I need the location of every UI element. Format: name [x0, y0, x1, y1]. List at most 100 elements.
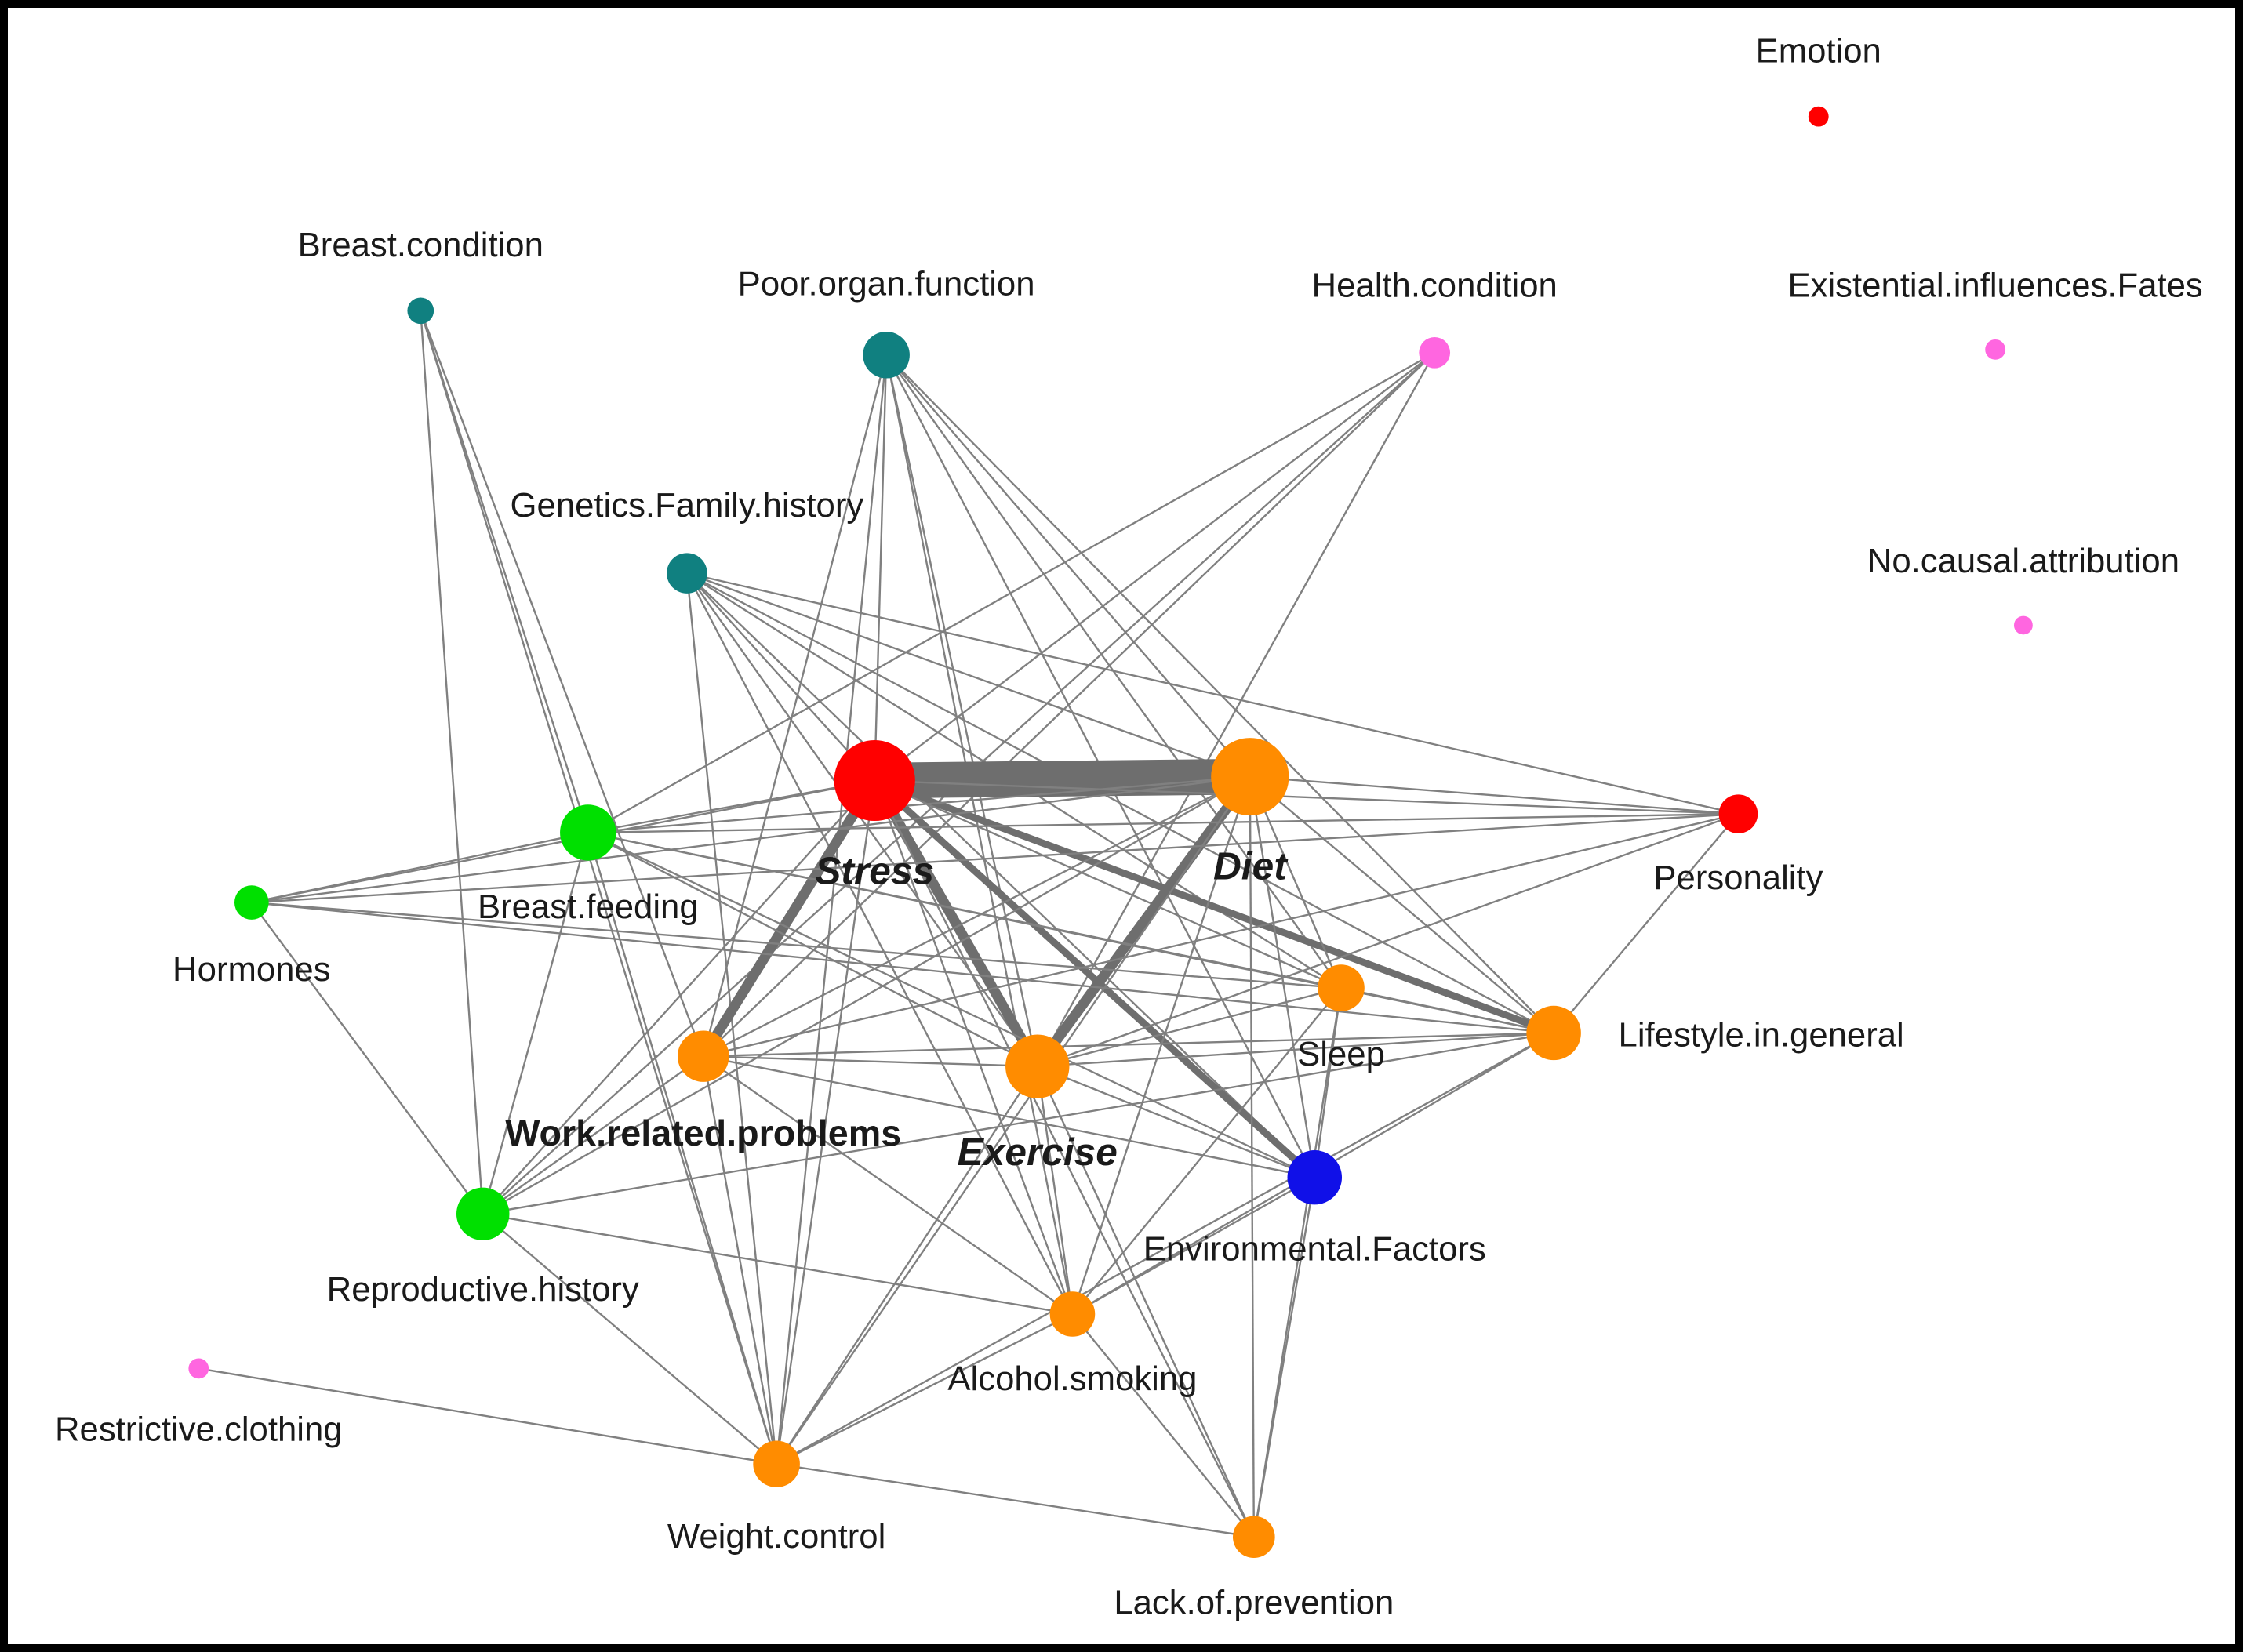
graph-edge [874, 779, 1739, 815]
graph-edge [587, 831, 1342, 989]
graph-node-genetics-family-history[interactable] [667, 553, 707, 594]
graph-node-label-no-causal-attribution: No.causal.attribution [1867, 543, 2179, 580]
graph-edge [198, 1367, 777, 1465]
graph-edge [587, 351, 1435, 833]
graph-edge [1071, 1176, 1315, 1316]
graph-edge [587, 831, 1315, 1178]
graph-node-breast-condition[interactable] [407, 297, 434, 325]
graph-node-no-causal-attribution[interactable] [2013, 615, 2033, 635]
graph-edge [420, 310, 589, 833]
graph-edge [482, 779, 876, 1215]
graph-node-label-weight-control: Weight.control [667, 1518, 885, 1556]
graph-edge [1249, 775, 1554, 1034]
graph-node-label-environmental-factors: Environmental.Factors [1143, 1231, 1486, 1269]
graph-edge [776, 1313, 1073, 1465]
graph-edge [420, 310, 484, 1214]
graph-edge [251, 901, 1342, 989]
graph-edge [482, 1213, 1073, 1316]
graph-node-label-exercise: Exercise [958, 1130, 1118, 1174]
graph-node-health-condition[interactable] [1419, 336, 1451, 369]
graph-node-exercise[interactable] [1005, 1034, 1070, 1098]
graph-edge [699, 778, 879, 1059]
graph-edge [1071, 1313, 1255, 1538]
graph-edge [482, 1213, 777, 1465]
graph-node-label-reproductive-history: Reproductive.history [327, 1271, 639, 1309]
graph-node-hormones[interactable] [234, 885, 269, 920]
graph-edge [1071, 776, 1251, 1315]
graph-node-weight-control[interactable] [753, 1440, 800, 1487]
graph-edge [1037, 1032, 1554, 1068]
graph-node-poor-organ-function[interactable] [863, 332, 910, 379]
graph-edge [686, 572, 876, 782]
graph-node-environmental-factors[interactable] [1287, 1150, 1343, 1205]
graph-node-restrictive-clothing[interactable] [188, 1358, 209, 1379]
graph-edge [776, 1066, 1038, 1465]
graph-edge [885, 354, 1074, 1315]
graph-node-label-restrictive-clothing: Restrictive.clothing [55, 1411, 343, 1449]
graph-edge [1071, 987, 1342, 1315]
graph-edge [482, 832, 589, 1214]
graph-node-label-hormones: Hormones [173, 951, 330, 989]
graph-node-stress[interactable] [834, 740, 915, 822]
graph-node-label-health-condition: Health.condition [1312, 267, 1558, 305]
graph-edge [1036, 352, 1436, 1067]
graph-edge [872, 778, 1318, 1181]
graph-edge [251, 901, 1554, 1034]
graph-edge [1037, 813, 1739, 1068]
graph-edge [1036, 1066, 1074, 1315]
graph-edge [1553, 813, 1740, 1034]
graph-edge [1249, 776, 1256, 1538]
graph-edge [702, 1055, 778, 1465]
graph-edge [685, 572, 1038, 1067]
graph-edge [1033, 773, 1255, 1069]
graph-edge [420, 310, 704, 1057]
graph-node-existential-influences-fates[interactable] [1985, 339, 2006, 360]
graph-node-label-sleep: Sleep [1297, 1036, 1385, 1073]
graph-edge [776, 775, 1251, 1465]
graph-edge [251, 831, 589, 904]
graph-edge [686, 572, 1739, 815]
graph-edge [587, 812, 1739, 834]
graph-edge [686, 572, 1554, 1034]
graph-node-label-stress: Stress [815, 848, 934, 892]
graph-edge [1036, 1066, 1255, 1538]
graph-edge [685, 572, 1074, 1315]
graph-node-work-related-problems[interactable] [677, 1030, 729, 1082]
graph-edge [776, 1463, 1254, 1538]
graph-node-emotion[interactable] [1808, 106, 1829, 127]
graph-edge [885, 354, 1038, 1067]
graph-node-personality[interactable] [1718, 794, 1758, 833]
graph-node-label-existential-influences-fates: Existential.influences.Fates [1788, 267, 2203, 305]
graph-edge [873, 777, 1555, 1037]
graph-node-reproductive-history[interactable] [456, 1187, 510, 1240]
graph-edge [874, 780, 1074, 1315]
graph-edge [686, 572, 1251, 778]
graph-node-breast-feeding[interactable] [560, 804, 616, 861]
graph-node-sleep[interactable] [1318, 964, 1365, 1011]
graph-edge [874, 780, 1255, 1538]
graph-node-label-diet: Diet [1213, 844, 1289, 888]
graph-edge [703, 1055, 1074, 1316]
graph-edge [703, 1055, 1038, 1068]
graph-edge [885, 354, 1251, 778]
graph-edge [776, 1032, 1554, 1465]
graph-edge [420, 310, 778, 1465]
graph-edge [686, 572, 1316, 1178]
graph-node-label-breast-feeding: Breast.feeding [478, 888, 699, 926]
graph-node-label-genetics-family-history: Genetics.Family.history [511, 487, 864, 525]
graph-edge [702, 351, 1436, 1058]
graph-node-lack-of-prevention[interactable] [1233, 1516, 1275, 1559]
graph-node-label-poor-organ-function: Poor.organ.function [738, 266, 1035, 303]
graph-edge [775, 354, 888, 1465]
graph-node-lifestyle-in-general[interactable] [1526, 1005, 1581, 1061]
graph-node-alcohol-smoking[interactable] [1049, 1291, 1096, 1337]
graph-edge [587, 775, 1250, 834]
graph-edge [703, 812, 1739, 1058]
graph-node-diet[interactable] [1211, 738, 1289, 816]
network-graph-canvas[interactable]: EmotionBreast.conditionPoor.organ.functi… [8, 8, 2235, 1644]
edge-layer [198, 310, 1740, 1538]
graph-node-label-lack-of-prevention: Lack.of.prevention [1114, 1584, 1394, 1621]
graph-edge [1249, 775, 1739, 815]
graph-edge [251, 775, 1250, 904]
